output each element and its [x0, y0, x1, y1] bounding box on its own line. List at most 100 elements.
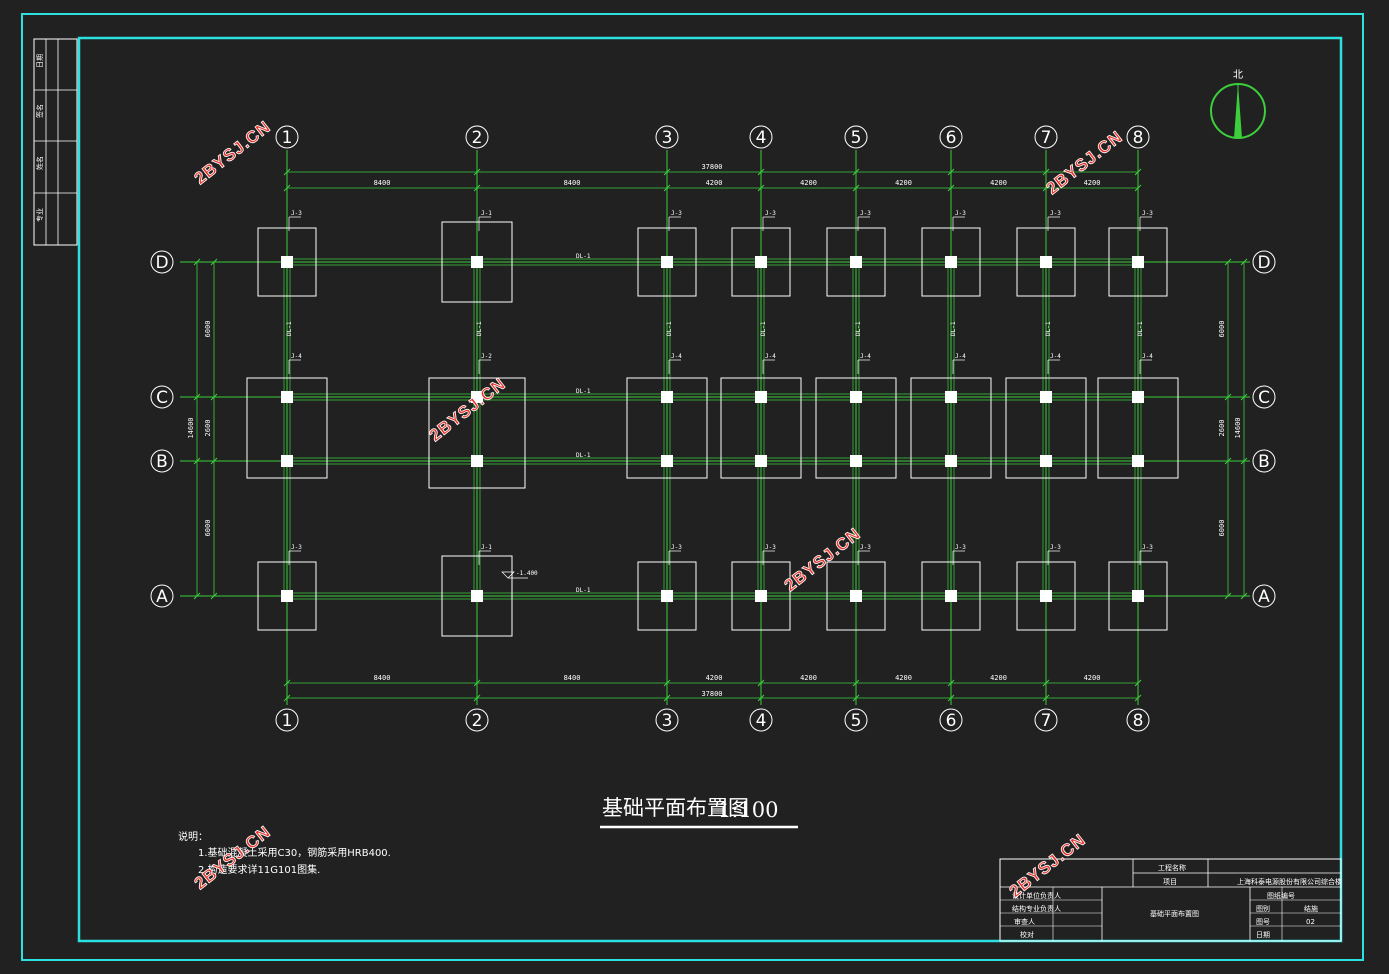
column: [471, 391, 483, 403]
dimension-tick: [193, 393, 201, 401]
dimension-tick: [947, 184, 955, 192]
dimension-span: 8400: [564, 179, 581, 187]
tb-date-label: 日期: [1256, 931, 1270, 939]
dimension-tick: [193, 592, 201, 600]
grid-bubble: [465, 125, 489, 149]
grid-bubble-label: 6: [946, 711, 957, 731]
dimension-tick: [757, 168, 765, 176]
beam-label: DL-1: [286, 321, 293, 336]
dimension-tick: [1042, 694, 1050, 702]
footing: [257, 561, 317, 631]
dimension-span: 6000: [1218, 321, 1226, 338]
beam-label: DL-1: [666, 321, 673, 336]
dimension-tick: [473, 184, 481, 192]
footing-tag: J-4: [860, 353, 871, 360]
column: [471, 455, 483, 467]
footing: [1005, 377, 1087, 479]
column: [471, 590, 483, 602]
grid-bubble-label: 8: [1133, 711, 1144, 731]
dimension-tick: [210, 258, 218, 266]
watermark: 2BYSJ.CN: [191, 117, 275, 188]
dimension-tick: [947, 694, 955, 702]
footing-tag: J-2: [481, 353, 492, 360]
dimension-span: 6000: [204, 321, 212, 338]
column: [281, 455, 293, 467]
elevation-marker: [501, 571, 515, 579]
watermark: 2BYSJ.CN: [781, 524, 865, 595]
footing-tag: J-3: [291, 544, 302, 551]
footing-tag: J-3: [671, 210, 682, 217]
grid-bubble: [1034, 125, 1058, 149]
beam-label: DL-1: [1045, 321, 1052, 336]
footing: [731, 561, 791, 631]
dimension-tick: [663, 168, 671, 176]
beam-label: DL-1: [576, 388, 591, 395]
dimension-tick: [1240, 258, 1248, 266]
dimension-tick: [210, 393, 218, 401]
dimension-tick: [663, 679, 671, 687]
footing: [720, 377, 802, 479]
tb-role-4: 校对: [1020, 930, 1034, 939]
beam-label: DL-1: [950, 321, 957, 336]
note-item-2: 2.构造要求详11G101图集.: [198, 863, 320, 876]
dimension-tick: [1224, 393, 1232, 401]
tb-role-1: 设计单位负责人: [1012, 891, 1061, 900]
grid-bubble: [749, 125, 773, 149]
dimension-tick: [663, 694, 671, 702]
dimension-tick: [1134, 679, 1142, 687]
dimension-tick: [757, 694, 765, 702]
elevation-label: -1.400: [516, 570, 538, 577]
column: [755, 256, 767, 268]
grid-bubble: [844, 708, 868, 732]
title-block: 工程名称 项目 上海科泰电源股份有限公司综合楼 图纸编号 设计单位负责人 结构专…: [999, 858, 1342, 942]
grid-bubble: [150, 385, 174, 409]
grid-bubble: [1252, 385, 1276, 409]
footing: [257, 227, 317, 297]
grid-bubble-label: 3: [662, 711, 673, 731]
dimension-tick: [852, 679, 860, 687]
footing-tag: J-4: [671, 353, 682, 360]
dimension-span: 4200: [990, 674, 1007, 682]
grid-bubble: [150, 449, 174, 473]
dimension-span: 4200: [990, 179, 1007, 187]
column: [471, 256, 483, 268]
grid-bubble: [1252, 250, 1276, 274]
side-label-discipline: 专业: [35, 208, 44, 222]
dimension-tick: [283, 694, 291, 702]
dimension-span: 6000: [1218, 520, 1226, 537]
grid-bubble: [655, 125, 679, 149]
beam-label: DL-1: [1137, 321, 1144, 336]
tb-project-value: 上海科泰电源股份有限公司综合楼: [1237, 877, 1342, 886]
column: [661, 256, 673, 268]
grid-bubble: [275, 708, 299, 732]
footing-tag: J-3: [1050, 544, 1061, 551]
dimension-tick: [757, 184, 765, 192]
column: [1040, 455, 1052, 467]
beam-label: DL-1: [855, 321, 862, 336]
footing: [910, 377, 992, 479]
footing: [826, 561, 886, 631]
grid-bubble: [939, 125, 963, 149]
dimension-total: 14600: [187, 417, 195, 438]
note-item-1: 1.基础混凝土采用C30，钢筋采用HRB400.: [198, 846, 391, 859]
column: [281, 590, 293, 602]
dimension-tick: [473, 694, 481, 702]
column: [1040, 590, 1052, 602]
dimension-span: 4200: [895, 674, 912, 682]
grid-bubble: [150, 250, 174, 274]
side-label-name: 姓名: [35, 156, 44, 170]
dimension-tick: [663, 184, 671, 192]
grid-bubble-label: 8: [1133, 128, 1144, 148]
tb-role-2: 结构专业负责人: [1012, 904, 1061, 913]
column: [945, 455, 957, 467]
dimension-span: 2600: [1218, 420, 1226, 437]
dimension-total: 37800: [701, 163, 722, 171]
drawing-title: 基础平面布置图: [602, 796, 749, 820]
footing-tag: J-3: [955, 544, 966, 551]
tb-sheet-label: 图号: [1256, 918, 1270, 926]
dimension-tick: [283, 679, 291, 687]
side-label-sign: 签名: [35, 104, 44, 118]
dimension-tick: [1042, 168, 1050, 176]
grid-bubble-label: D: [155, 253, 168, 273]
